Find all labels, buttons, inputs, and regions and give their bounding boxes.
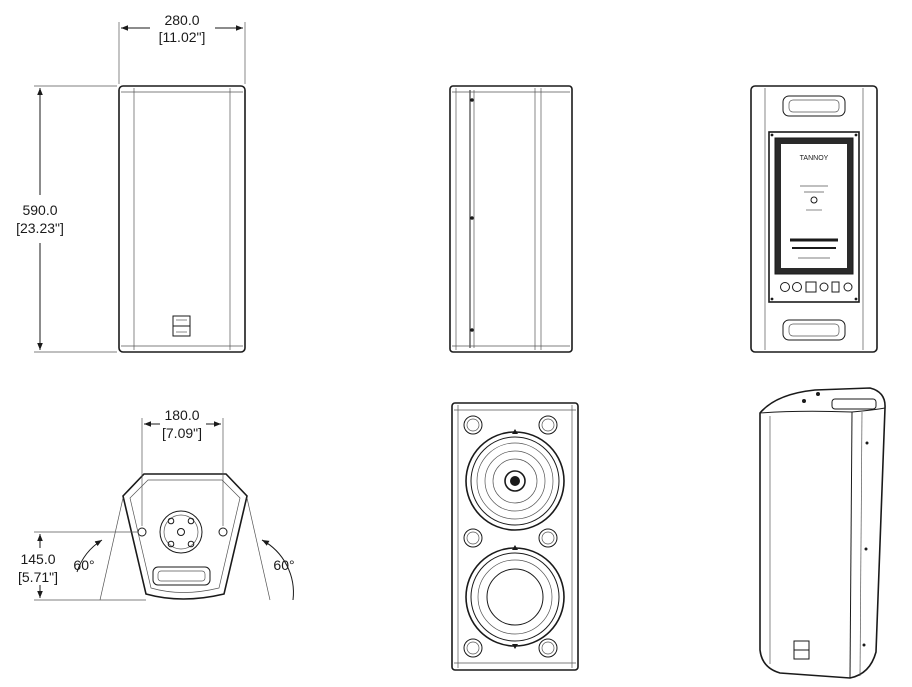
perspective-logo-badge-icon bbox=[793, 640, 810, 660]
front-view bbox=[118, 85, 246, 353]
mount-hole-right-icon bbox=[218, 527, 228, 537]
connector-row bbox=[780, 281, 853, 293]
depth-mm-label: 145.0 bbox=[20, 551, 55, 567]
height-dimension: 590.0 [23.23"] bbox=[16, 85, 117, 353]
mounting-plate bbox=[159, 510, 203, 554]
mount-spacing-in-label: [7.09"] bbox=[162, 425, 202, 441]
top-handle-icon bbox=[782, 95, 846, 117]
amplifier-panel: TANNOY bbox=[768, 131, 860, 303]
logo-badge-icon bbox=[172, 315, 191, 337]
depth-in-label: [5.71"] bbox=[18, 569, 58, 585]
driver-view bbox=[451, 402, 579, 671]
rear-brand-label: TANNOY bbox=[800, 155, 829, 162]
perspective-view bbox=[759, 387, 886, 679]
mount-spacing-mm-label: 180.0 bbox=[164, 407, 199, 423]
upper-driver-icon bbox=[465, 429, 565, 531]
height-mm-label: 590.0 bbox=[22, 202, 57, 218]
mount-spacing-dimension: 180.0 [7.09"] bbox=[141, 407, 224, 526]
depth-dimension: 145.0 [5.71"] bbox=[18, 531, 146, 601]
angle-right-label: 60° bbox=[273, 557, 294, 573]
perspective-handle-icon bbox=[831, 398, 877, 410]
rear-view: TANNOY bbox=[750, 85, 878, 353]
width-dimension: 280.0 [11.02"] bbox=[118, 12, 246, 84]
mount-hole-left-icon bbox=[137, 527, 147, 537]
lower-driver-icon bbox=[465, 545, 565, 649]
angle-right-indicator: 60° bbox=[246, 497, 295, 601]
width-mm-label: 280.0 bbox=[164, 12, 199, 28]
top-view bbox=[122, 473, 248, 600]
top-handle-slot-icon bbox=[152, 566, 211, 586]
angle-left-label: 60° bbox=[73, 557, 94, 573]
height-in-label: [23.23"] bbox=[16, 220, 64, 236]
side-view bbox=[449, 85, 573, 353]
angle-left-indicator: 60° bbox=[73, 497, 124, 601]
port-icons bbox=[463, 415, 558, 658]
width-in-label: [11.02"] bbox=[159, 29, 206, 45]
bottom-handle-icon bbox=[782, 319, 846, 341]
